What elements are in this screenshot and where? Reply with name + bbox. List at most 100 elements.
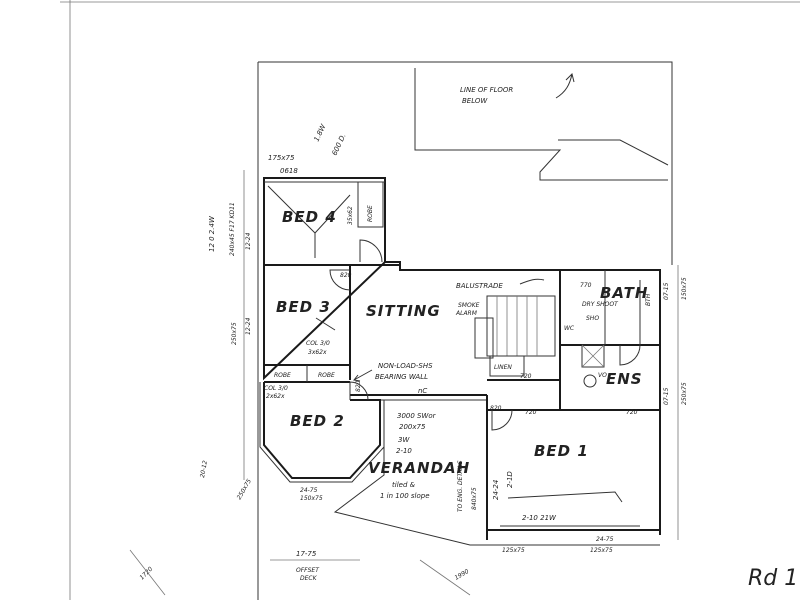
bed2-walls [263, 382, 381, 479]
bed3-col-size: 3x62x [308, 349, 327, 356]
nc-label: nC [418, 387, 427, 395]
bed3-label: BED 3 [276, 298, 331, 316]
line-of-floor-label: LINE OF FLOOR [460, 86, 513, 94]
dim-1775: 17-75 [296, 550, 317, 558]
dim-1224-a: 12-24 [245, 232, 252, 250]
balustrade-label: BALUSTRADE [456, 282, 503, 290]
balustrade-arrow [519, 278, 545, 285]
line-of-floor-below-2 [558, 139, 669, 166]
bed1-window-vert: 2-1D [506, 471, 514, 488]
dim-150x75-top: 150x75 [681, 277, 688, 300]
signature: Rd 1 [748, 566, 798, 591]
door-820-c: 820 [490, 405, 502, 412]
bath-label: BATH [600, 284, 648, 302]
dim-150x75: 150x75 [300, 495, 323, 502]
beam-3000: 3000 SWor [397, 412, 437, 420]
col2-size: 2x62x [266, 393, 285, 400]
dim-1990: 1990 [454, 568, 471, 582]
dim-0715: 07-15 [663, 387, 670, 405]
offset-deck-1: OFFSET [296, 567, 320, 574]
top-0618: 0618 [280, 167, 298, 175]
ens-basin [583, 374, 597, 388]
verandah-outline [333, 404, 660, 546]
nonload-wall-1: NON-LOAD-SHS [378, 362, 433, 370]
door-720-c: 720 [520, 373, 532, 380]
robe-c-label: ROBE [318, 372, 335, 379]
dim-250x75-l: 250x75 [236, 478, 253, 501]
line-of-floor-arrow [555, 73, 575, 99]
vo-label: VO [598, 372, 607, 379]
dim-2424: 24-24 [492, 480, 500, 500]
sho-label: SHO [586, 315, 599, 322]
bed4-walls [263, 177, 386, 262]
nonload-arrow [353, 369, 373, 382]
bed1-window [507, 491, 623, 503]
window-1-8w: 1.8W [313, 122, 328, 143]
site-boundary-top [258, 61, 673, 265]
dim-diagonal-left [129, 549, 166, 596]
bed3-col-label: COL 3/0 [306, 340, 330, 347]
dry-shoot: DRY SHOOT [582, 301, 619, 308]
bath-shower [581, 344, 605, 368]
smoke-alarm-2: ALARM [455, 310, 478, 317]
nonload-wall-2: BEARING WALL [375, 373, 428, 381]
shower-x2 [581, 344, 605, 368]
bed4-robe [357, 181, 384, 228]
smoke-alarm-1: SMOKE [458, 302, 480, 309]
dim-840x75: 840x75 [471, 487, 478, 510]
bed4-robe-label: ROBE [367, 205, 374, 222]
top-175x75: 175x75 [268, 154, 295, 162]
bed4-side-dim: 35x62 [347, 206, 354, 225]
linen-cupboard [489, 355, 525, 377]
bed1-window-label: 2-10 21W [522, 514, 557, 522]
door-820-b: 820 [355, 380, 362, 392]
dim-1720: 1720 [138, 566, 154, 582]
bth-label: BTH [645, 293, 652, 306]
door-720-b: 720 [626, 409, 638, 416]
verandah-label: VERANDAH [368, 459, 470, 477]
bed1-label: BED 1 [534, 442, 589, 460]
dim-0715-b: 07-15 [663, 282, 670, 300]
bath-dim-770: 770 [580, 282, 592, 289]
line-of-floor-below [414, 68, 668, 181]
sitting-label: SITTING [366, 302, 441, 320]
dim-2012: 20-12 [199, 460, 209, 479]
bed4-door-swing [359, 239, 383, 263]
bed2-label: BED 2 [290, 412, 345, 430]
offset-deck-2: DECK [300, 575, 318, 582]
ens-label: ENS [606, 370, 643, 388]
bed4-diag-left [267, 185, 316, 234]
bed4-diag-right [314, 194, 351, 234]
window-3w-size: 2-10 [396, 447, 412, 455]
beam-200x75: 200x75 [399, 423, 426, 431]
line-of-floor-label-2: BELOW [462, 97, 488, 105]
dim-125x75-b: 125x75 [590, 547, 613, 554]
wc-label: WC [564, 325, 575, 332]
dim-125x75-a: 125x75 [502, 547, 525, 554]
linen-label: LINEN [494, 364, 512, 371]
bed1-door-swing [491, 409, 513, 431]
dim-2175: 24-75 [300, 487, 318, 494]
dim-250x75-r: 250x75 [681, 382, 688, 405]
bed4-door-dim: 820 [340, 272, 352, 279]
to-eng-details: TO ENG. DETAILS [457, 460, 464, 512]
lintel-bed4: 240x45 F17 KD11 [229, 202, 236, 256]
window-12w: 12 0 2.4W [208, 215, 216, 252]
bed4-label: BED 4 [282, 208, 337, 226]
col2-label: COL 3/0 [264, 385, 288, 392]
dim-2175-b: 24-75 [596, 536, 614, 543]
tiled-note-1: tiled & [392, 481, 416, 489]
window-600: 600 D. [331, 132, 348, 156]
ens-door-swing [619, 344, 641, 366]
bed3-diag [315, 317, 336, 331]
dim-1224-b: 12-24 [245, 317, 252, 335]
robe-b-label: ROBE [274, 372, 291, 379]
door-720-a: 720 [525, 409, 537, 416]
bed2-door-swing [349, 381, 369, 401]
dim-250x75: 250x75 [231, 322, 238, 345]
window-3w: 3W [398, 436, 410, 444]
dim-diagonal-bottom [419, 559, 471, 596]
tiled-note-2: 1 in 100 slope [380, 492, 430, 500]
stair-landing [474, 317, 494, 359]
